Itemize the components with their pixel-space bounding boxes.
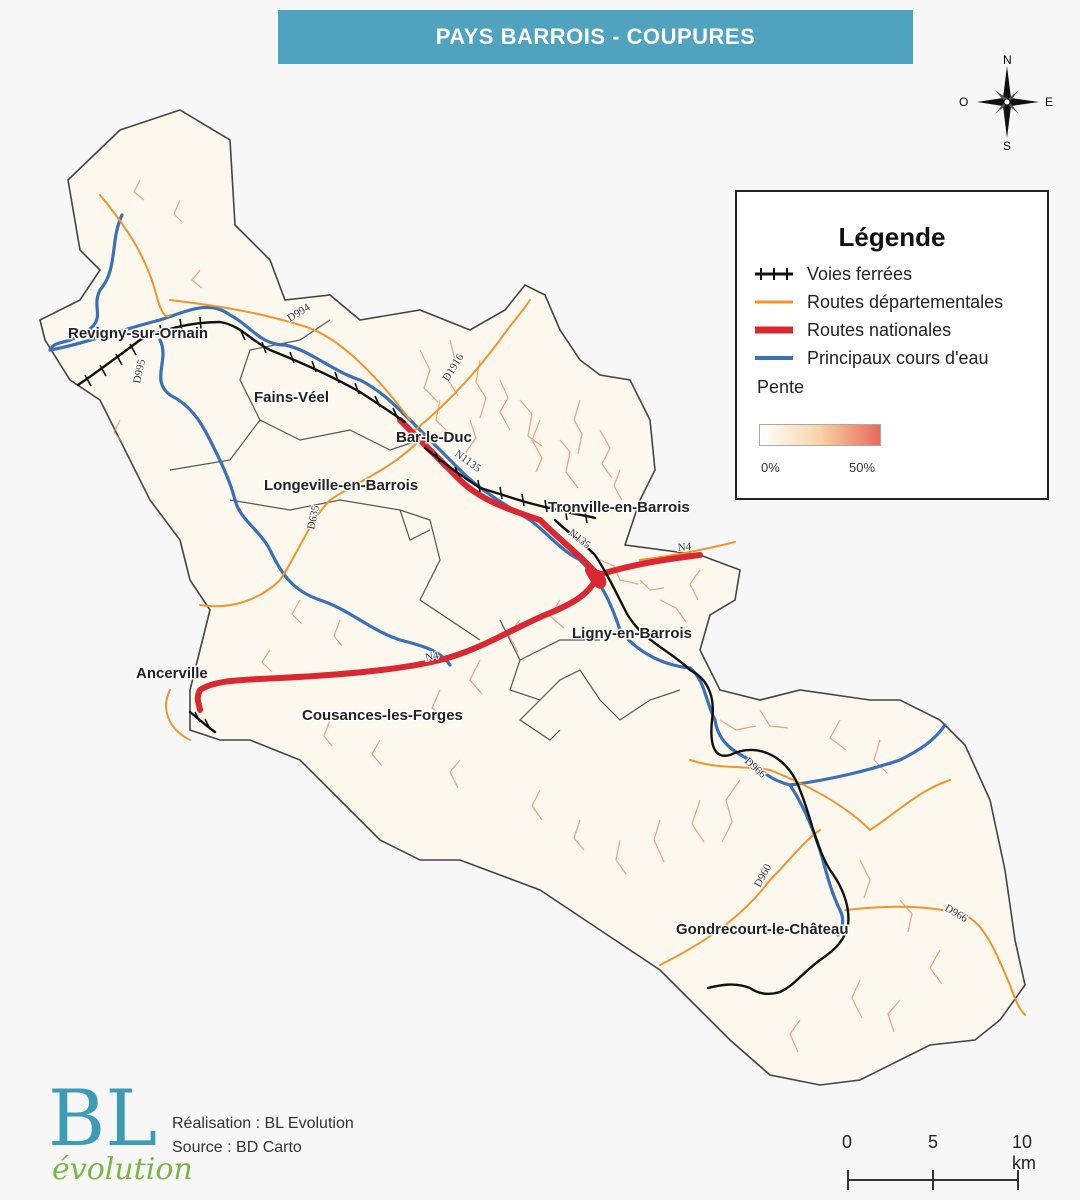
bl-evolution-logo: BL évolution	[48, 1074, 193, 1190]
railway-ticks	[84, 316, 588, 730]
compass-s: S	[1003, 139, 1011, 152]
place-longeville[interactable]: Longeville-en-Barrois	[263, 476, 420, 496]
departmental-roads	[99, 194, 1026, 1016]
scale-line	[847, 1170, 1019, 1190]
compass-icon: N S E O	[959, 53, 1053, 153]
map-legend: Légende Voies ferrées Routes département…	[735, 190, 1049, 500]
legend-label-rail: Voies ferrées	[807, 263, 913, 284]
scale-label-5: 5	[928, 1132, 939, 1152]
place-ancerville[interactable]: Ancerville	[135, 664, 210, 684]
place-fains[interactable]: Fains-Véel	[253, 388, 331, 408]
slope-max-label: 50%	[849, 460, 876, 475]
place-labels: Revigny-sur-Ornain Fains-Véel Bar-le-Duc…	[67, 324, 851, 940]
rail-symbol-icon	[755, 268, 793, 280]
legend-title: Légende	[838, 222, 946, 252]
legend-item-nat-road: Routes nationales	[753, 318, 951, 342]
place-cousances[interactable]: Cousances-les-Forges	[301, 706, 465, 726]
rivers	[48, 213, 947, 937]
dept-road-symbol-icon	[755, 300, 793, 304]
river-symbol-icon	[755, 356, 793, 360]
legend-item-river: Principaux cours d'eau	[753, 346, 989, 370]
legend-label-dept-road: Routes départementales	[807, 291, 1004, 312]
legend-item-rail: Voies ferrées	[753, 262, 912, 286]
place-tronville[interactable]: Tronville-en-Barrois	[547, 498, 692, 518]
compass-rose: N S E O	[955, 52, 1055, 153]
place-bar-le-duc[interactable]: Bar-le-Duc	[395, 428, 474, 448]
commune-boundaries	[169, 319, 681, 741]
credit-source: Source : BD Carto	[172, 1139, 302, 1156]
road-label-n4-east: N4	[677, 541, 692, 554]
logo-main-text: BL	[48, 1074, 158, 1164]
place-gondrecourt[interactable]: Gondrecourt-le-Château	[675, 920, 851, 940]
legend-label-pente: Pente	[757, 377, 805, 397]
logo-sub-text: évolution	[52, 1152, 193, 1187]
credit-realisation: Réalisation : BL Evolution	[172, 1115, 354, 1132]
compass-w: O	[959, 95, 968, 109]
railways	[76, 320, 850, 996]
national-roads	[194, 417, 703, 713]
slope-gradient	[759, 424, 881, 446]
legend-label-nat-road: Routes nationales	[807, 319, 952, 340]
place-ligny[interactable]: Ligny-en-Barrois	[571, 624, 694, 644]
scale-label-10: 10 km	[1012, 1132, 1036, 1173]
slope-min-label: 0%	[761, 460, 780, 475]
scale-bar: 0 5 10 km	[830, 1132, 1060, 1192]
legend-label-river: Principaux cours d'eau	[807, 347, 989, 368]
nat-road-symbol-icon	[755, 326, 793, 334]
map-title: PAYS BARROIS - COUPURES	[278, 10, 913, 64]
compass-n: N	[1003, 53, 1012, 67]
compass-e: E	[1045, 95, 1053, 109]
road-label-n4-west: N4	[424, 649, 440, 664]
credits: Réalisation : BL Evolution Source : BD C…	[172, 1112, 354, 1160]
scale-label-0: 0	[842, 1132, 853, 1152]
legend-item-dept-road: Routes départementales	[753, 290, 1003, 314]
place-revigny[interactable]: Revigny-sur-Ornain	[67, 324, 210, 344]
slope-shading	[113, 179, 943, 1053]
territory-outline	[39, 109, 1026, 1086]
